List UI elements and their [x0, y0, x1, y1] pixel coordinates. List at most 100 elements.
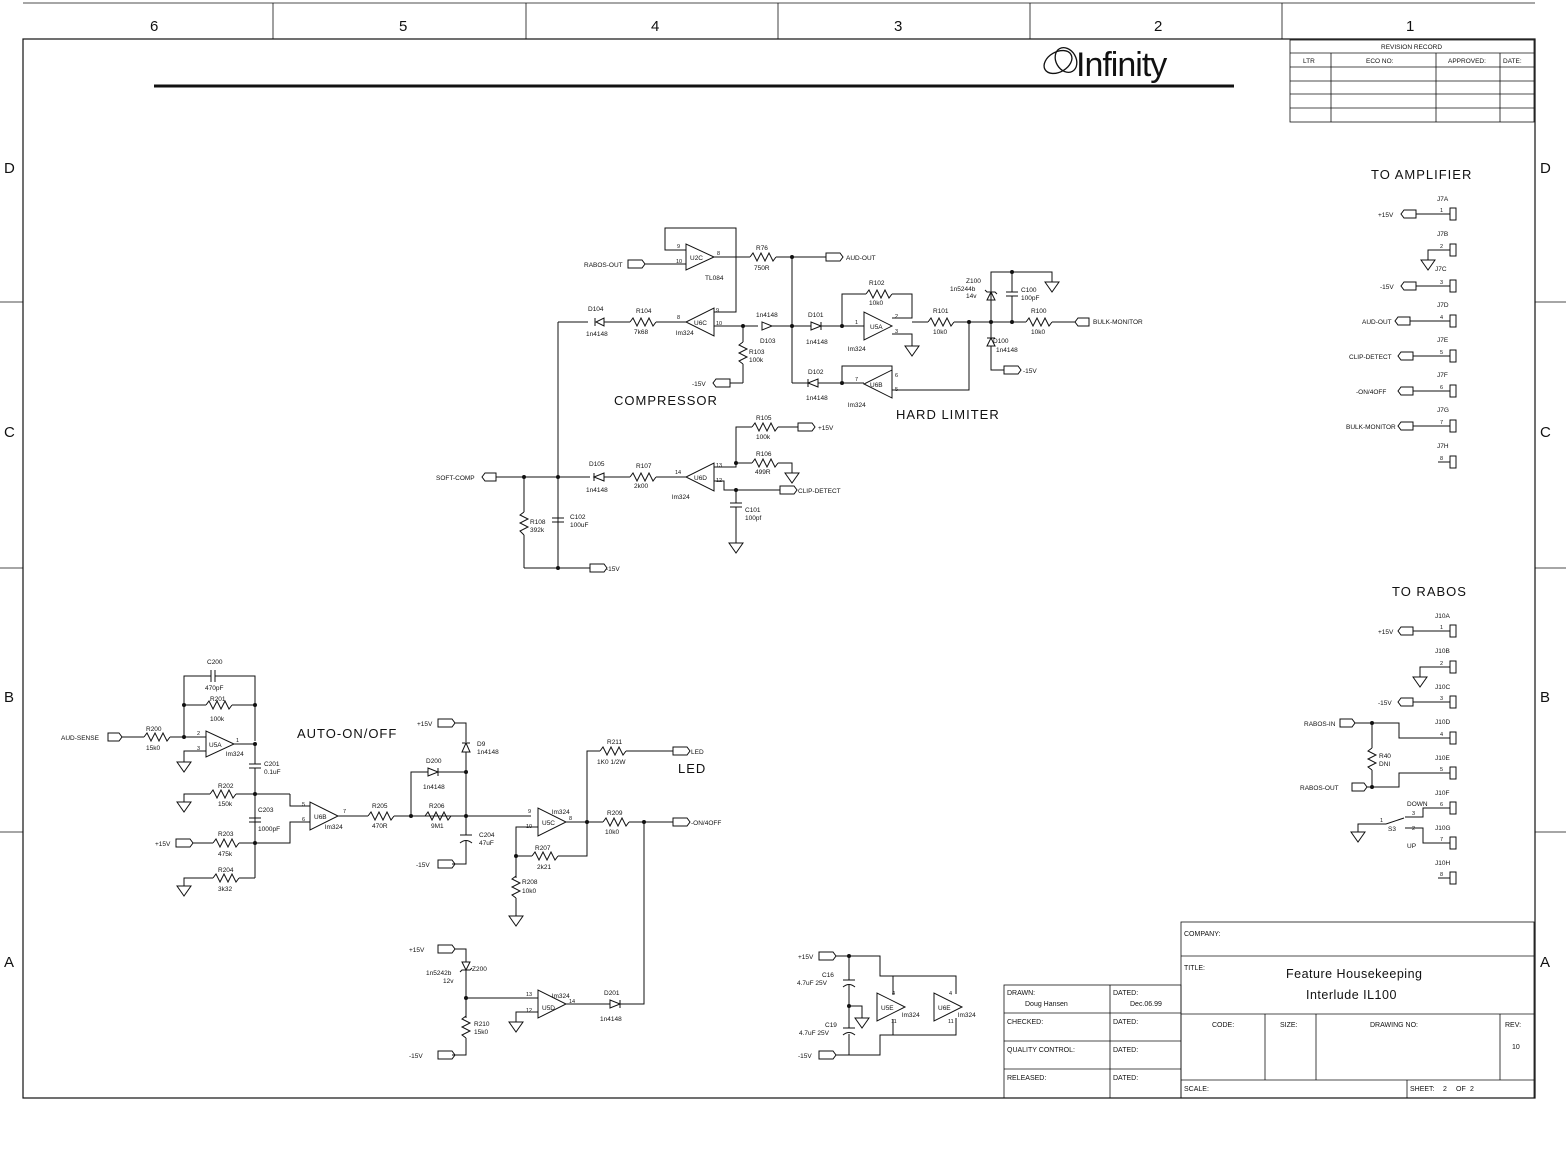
diode-d201	[609, 999, 622, 1009]
c100-ref: C100	[1021, 287, 1037, 294]
svg-text:9: 9	[716, 308, 719, 314]
port-minus15-a	[712, 378, 731, 388]
z200-voltage: 12v	[443, 978, 454, 985]
company-label: COMPANY:	[1184, 931, 1220, 938]
svg-text:4: 4	[949, 991, 952, 997]
s3-ref: S3	[1388, 826, 1396, 833]
j10d-ref: J10D	[1435, 719, 1450, 726]
minus15-d-label: -15V	[416, 862, 430, 869]
j7f-pin	[1449, 384, 1457, 398]
svg-text:8: 8	[569, 816, 572, 822]
row-b-left: B	[4, 689, 14, 706]
r206-ref: R206	[429, 803, 445, 810]
j7d-pin	[1449, 314, 1457, 328]
border-frame	[0, 2, 1566, 1099]
svg-text:8: 8	[1440, 872, 1443, 878]
rabos-connectors: J10A 1 +15V J10B 2 J10C 3 -15V J10D 4 RA…	[1300, 613, 1457, 885]
r101-ref: R101	[933, 308, 949, 315]
size-label: SIZE:	[1280, 1022, 1298, 1029]
port-minus15-b	[1003, 365, 1022, 375]
resistor-r204	[212, 872, 240, 884]
r204-value: 3k32	[218, 886, 232, 893]
plus15-c-label: +15V	[417, 721, 433, 728]
j7g-pin	[1449, 419, 1457, 433]
zener-z200	[461, 961, 471, 972]
dated-value: Dec.06.99	[1130, 1001, 1162, 1008]
svg-text:7: 7	[855, 377, 858, 383]
svg-text:3: 3	[895, 329, 898, 335]
opamp-u6c	[684, 307, 715, 337]
d100-ref: D100	[993, 338, 1009, 345]
diode-d9	[461, 741, 471, 753]
ground-u5d	[508, 1021, 524, 1033]
svg-text:8: 8	[677, 315, 680, 321]
resistor-r208	[510, 875, 522, 899]
resistor-r76	[749, 251, 777, 263]
ground-r208	[508, 915, 524, 927]
c201-value: 0.1uF	[264, 769, 281, 776]
sheet-label: SHEET:	[1410, 1086, 1435, 1093]
minus15-b-label: -15V	[1023, 368, 1037, 375]
svg-text:12: 12	[526, 1008, 532, 1014]
power-supply-circuit: +15V C16 4.7uF 25V C19 4.7uF 25V -15V U5…	[797, 951, 976, 1060]
sheet-value: 2	[1443, 1086, 1447, 1093]
c19-value: 4.7uF 25V	[799, 1030, 830, 1037]
d101-value: 1n4148	[806, 339, 828, 346]
port-plus15-e	[818, 951, 837, 961]
r105-ref: R105	[756, 415, 772, 422]
c200-value: 470pF	[205, 685, 223, 692]
j7b-ref: J7B	[1437, 231, 1448, 238]
minus15-f-label: -15V	[798, 1053, 812, 1060]
compressor-label: COMPRESSOR	[614, 393, 718, 408]
svg-text:10: 10	[716, 321, 722, 327]
row-b-right: B	[1540, 689, 1550, 706]
drawn-label: DRAWN:	[1007, 990, 1035, 997]
r106-ref: R106	[756, 451, 772, 458]
resistor-r205	[367, 810, 395, 822]
resistor-r40	[1366, 747, 1378, 771]
port-minus15-d	[437, 859, 456, 869]
resistor-r106	[751, 457, 779, 469]
capacitor-c16	[842, 984, 856, 988]
c101-ref: C101	[745, 507, 761, 514]
r76-value: 750R	[754, 265, 770, 272]
z100-ref: Z100	[966, 278, 981, 285]
z200-ref: Z200	[472, 966, 487, 973]
j7a-pin	[1449, 207, 1457, 221]
rabos-out-b-label: RABOS-OUT	[1300, 785, 1339, 792]
port-rabos-out-b	[1351, 782, 1368, 792]
svg-text:2: 2	[1440, 244, 1443, 250]
z200-value: 1n5242b	[426, 970, 452, 977]
j10g-pin	[1449, 836, 1457, 850]
u6b-b-part: lm324	[325, 824, 343, 831]
r210-ref: R210	[474, 1021, 490, 1028]
d102-value: 1n4148	[806, 395, 828, 402]
svg-text:11: 11	[948, 1019, 954, 1025]
j7a-ref: J7A	[1437, 196, 1449, 203]
drawing-no-label: DRAWING NO:	[1370, 1022, 1418, 1029]
j7d-net: AUD-OUT	[1362, 319, 1392, 326]
col-4: 4	[651, 18, 659, 35]
c204-ref: C204	[479, 832, 495, 839]
row-d-left: D	[4, 160, 15, 177]
minus15-c-label: -15V	[606, 566, 620, 573]
resistor-r201	[205, 699, 233, 711]
brand-name: Infinity	[1076, 46, 1167, 84]
u6e-ref: U6E	[938, 1005, 951, 1012]
auto-on-off-circuit: AUD-SENSE R200 15k0 C200 470pF R201 100k…	[61, 659, 721, 1060]
opamp-u5a	[863, 311, 894, 341]
r209-value: 10k0	[605, 829, 619, 836]
c102-value: 100uF	[570, 522, 588, 529]
svg-text:6: 6	[1440, 802, 1443, 808]
r207-ref: R207	[535, 845, 551, 852]
d200-value: 1n4148	[423, 784, 445, 791]
u6b-part: lm324	[848, 402, 866, 409]
port-led	[672, 746, 691, 756]
amplifier-connectors: J7A 1 +15V J7B 2 J7C 3 -15V J7D 4 AUD-OU…	[1346, 196, 1457, 469]
r201-ref: R201	[210, 696, 226, 703]
svg-text:11: 11	[891, 1019, 897, 1025]
j7g-port	[1397, 421, 1414, 431]
ground-s3	[1350, 831, 1366, 843]
quality-label: QUALITY CONTROL:	[1007, 1047, 1075, 1054]
drawing-title-line1: Feature Housekeeping	[1286, 967, 1422, 981]
